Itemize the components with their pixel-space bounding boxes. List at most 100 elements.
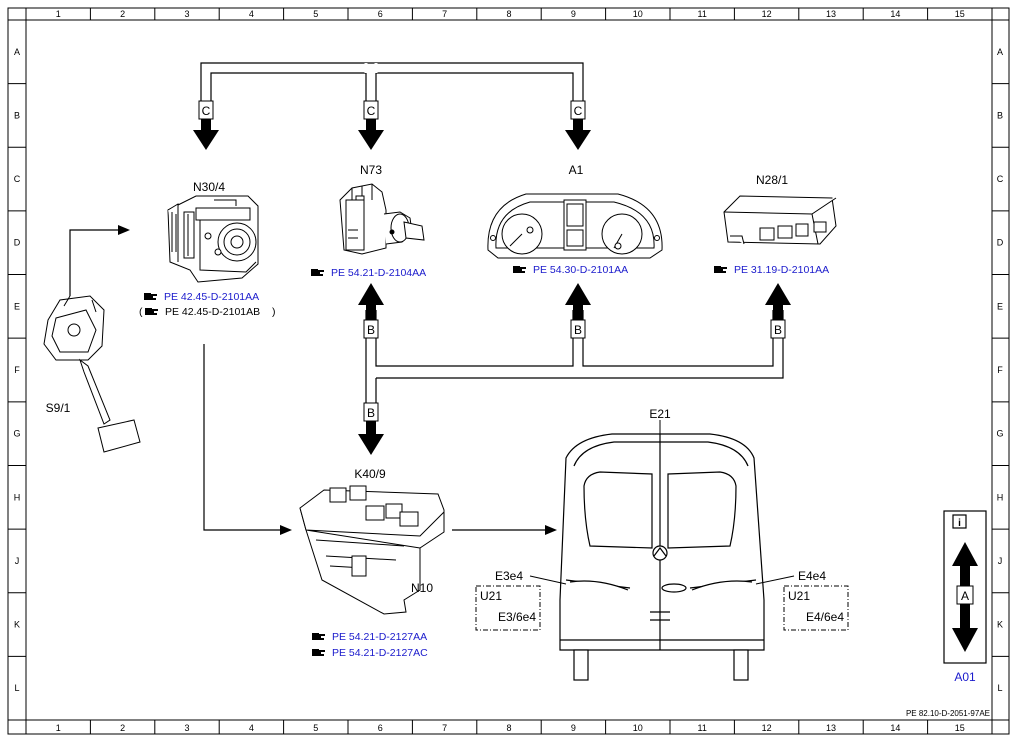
n30-4-ref-1-text[interactable]: PE 42.45-D-2101AA: [164, 291, 259, 303]
n30-4-ref-1[interactable]: PE 42.45-D-2101AA: [144, 291, 259, 303]
signal-a-label: A: [961, 589, 969, 603]
e4-6e4-label: E4/6e4: [806, 610, 844, 624]
grid-row-left-A: A: [14, 47, 20, 57]
grid-col-bottom-1: 1: [56, 723, 61, 733]
k40-9-ref-2[interactable]: PE 54.21-D-2127AC: [312, 647, 428, 659]
k40-9-ref-1[interactable]: PE 54.21-D-2127AA: [312, 631, 427, 643]
k40-9-label: K40/9: [354, 467, 386, 481]
n30-4-abs-unit: [167, 195, 259, 283]
inner-frame: [25, 19, 993, 721]
n73-ref-text[interactable]: PE 54.21-D-2104AA: [331, 267, 426, 279]
n28-1-ref-text[interactable]: PE 31.19-D-2101AA: [734, 264, 829, 276]
grid-col-bottom-10: 10: [633, 723, 643, 733]
grid-row-left-K: K: [14, 620, 20, 630]
grid-col-top-6: 6: [378, 9, 383, 19]
grid-row-left-H: H: [14, 492, 21, 502]
n73-ref[interactable]: PE 54.21-D-2104AA: [311, 267, 426, 279]
signal-b-label-4: B: [367, 406, 375, 420]
a1-ref[interactable]: PE 54.30-D-2101AA: [513, 264, 628, 276]
grid-col-bottom-5: 5: [313, 723, 318, 733]
k40-9-ref-2-text[interactable]: PE 54.21-D-2127AC: [332, 647, 428, 659]
n28-1-ref[interactable]: PE 31.19-D-2101AA: [714, 264, 829, 276]
signal-c-label-3: C: [574, 104, 583, 118]
grid-col-top-3: 3: [184, 9, 189, 19]
n30-4-ref-2-open: (: [139, 306, 143, 318]
n28-1-label: N28/1: [756, 173, 788, 187]
signal-b-label-2: B: [574, 323, 582, 337]
n30-4-ref-2-close: ): [272, 306, 276, 318]
n28-1-control-unit: [723, 195, 837, 245]
grid-col-bottom-3: 3: [184, 723, 189, 733]
thin-connections: [69, 229, 548, 531]
grid-col-top-12: 12: [762, 9, 772, 19]
outer-frame: [7, 7, 1010, 735]
grid-row-right-K: K: [997, 620, 1003, 630]
grid-col-top-11: 11: [698, 9, 707, 19]
bus-c-arrows: C C C: [193, 100, 591, 150]
grid-col-top-8: 8: [506, 9, 511, 19]
grid-col-top-2: 2: [120, 9, 125, 19]
legend-a01-label: A01: [954, 670, 976, 684]
grid-row-left-J: J: [15, 556, 20, 566]
grid-col-top-15: 15: [955, 9, 965, 19]
k40-9-ref-1-text[interactable]: PE 54.21-D-2127AA: [332, 631, 427, 643]
s9-1-brake-pedal-switch: [43, 295, 141, 453]
grid-row-right-E: E: [997, 301, 1003, 311]
grid-col-bottom-12: 12: [762, 723, 772, 733]
grid-col-bottom-15: 15: [955, 723, 965, 733]
grid-column-labels: 1122334455667788991010111112121313141415…: [56, 8, 965, 734]
info-icon-glyph: i: [958, 518, 961, 529]
grid-col-bottom-4: 4: [249, 723, 254, 733]
grid-row-right-C: C: [997, 174, 1004, 184]
grid-col-bottom-9: 9: [571, 723, 576, 733]
signal-b-label-3: B: [774, 323, 782, 337]
a1-instrument-cluster: [487, 193, 663, 259]
a1-ref-text[interactable]: PE 54.30-D-2101AA: [533, 264, 628, 276]
grid-col-top-5: 5: [313, 9, 318, 19]
grid-col-bottom-8: 8: [506, 723, 511, 733]
e3e4-u21-label: U21: [480, 589, 502, 603]
grid-col-top-13: 13: [826, 9, 836, 19]
signal-c-label-1: C: [202, 104, 211, 118]
grid-col-top-4: 4: [249, 9, 254, 19]
e3e4-leader: [529, 575, 567, 585]
n30-4-ref-2[interactable]: ( PE 42.45-D-2101AB ): [139, 306, 276, 318]
s9-1-label: S9/1: [46, 401, 71, 415]
grid-col-bottom-13: 13: [826, 723, 836, 733]
grid-col-top-7: 7: [442, 9, 447, 19]
grid-row-right-H: H: [997, 492, 1004, 502]
grid-row-left-C: C: [14, 174, 21, 184]
grid-row-left-L: L: [14, 683, 19, 693]
n30-4-ref-2-text[interactable]: PE 42.45-D-2101AB: [165, 306, 260, 318]
grid-col-bottom-14: 14: [890, 723, 900, 733]
arrow-down-icon: [952, 628, 978, 652]
grid-row-right-J: J: [998, 556, 1003, 566]
grid-col-top-10: 10: [633, 9, 643, 19]
grid-col-bottom-11: 11: [698, 723, 707, 733]
info-icon[interactable]: [952, 514, 967, 529]
grid-row-right-G: G: [996, 429, 1003, 439]
bus-b-arrows: B B B B: [358, 283, 791, 455]
grid-row-left-G: G: [13, 429, 20, 439]
e21-van-rear: [559, 433, 765, 681]
grid-row-left-F: F: [14, 365, 20, 375]
grid-row-right-A: A: [997, 47, 1003, 57]
e4e4-group-box: [783, 585, 849, 631]
grid-col-bottom-7: 7: [442, 723, 447, 733]
e21-label: E21: [649, 407, 671, 421]
k40-9-fuse-relay-module: [299, 485, 445, 615]
arrow-up-icon: [952, 542, 978, 566]
e3-6e4-label: E3/6e4: [498, 610, 536, 624]
n10-label: N10: [411, 581, 433, 595]
e4e4-label: E4e4: [798, 569, 826, 583]
grid-row-left-B: B: [14, 110, 20, 120]
bus-c: [200, 62, 584, 103]
grid-col-bottom-6: 6: [378, 723, 383, 733]
grid-col-top-9: 9: [571, 9, 576, 19]
grid-col-top-14: 14: [890, 9, 900, 19]
legend-a01-box[interactable]: i A: [943, 510, 987, 664]
grid-row-left-D: D: [14, 238, 21, 248]
n73-label: N73: [360, 163, 382, 177]
